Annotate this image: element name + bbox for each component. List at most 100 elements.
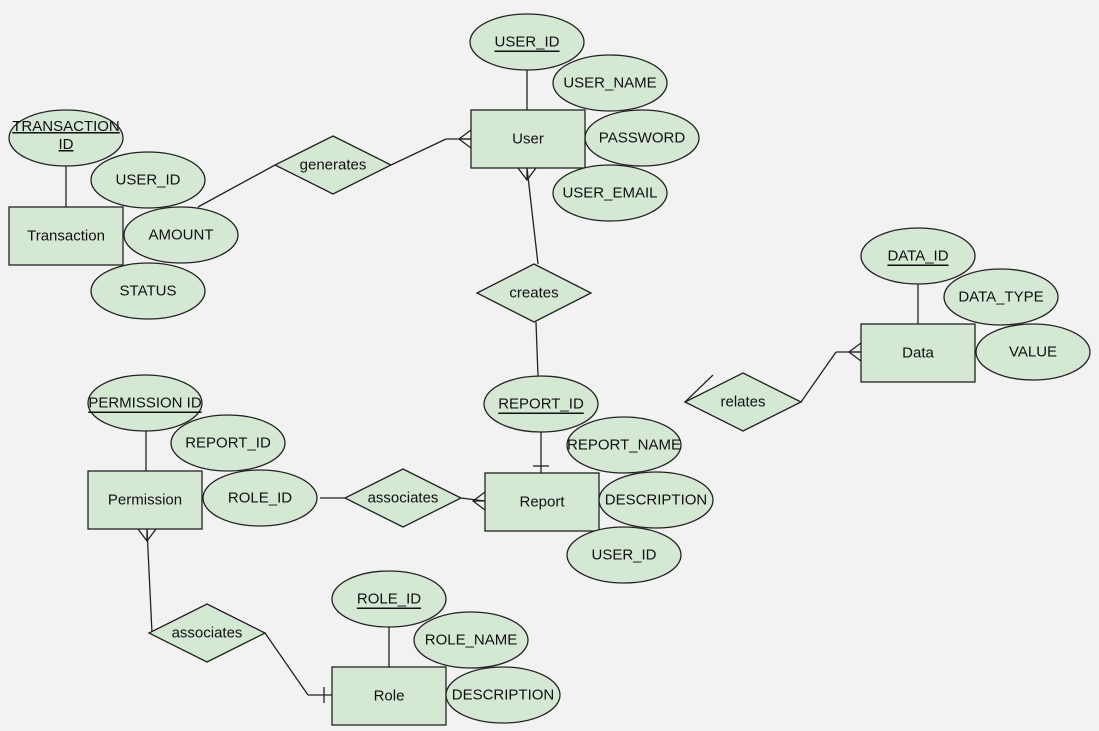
relationship-diamond xyxy=(343,468,463,528)
relationship-relates[interactable]: relates xyxy=(683,372,803,432)
attribute-ellipse xyxy=(584,109,700,167)
attribute-ellipse xyxy=(331,570,447,628)
crows-foot-many-marker xyxy=(457,129,472,149)
attribute-ellipse xyxy=(483,375,599,433)
attribute-label: USER_EMAIL xyxy=(562,185,657,202)
entity-label: User xyxy=(512,131,544,148)
entity-box xyxy=(8,206,124,266)
relationship-label: associates xyxy=(368,490,439,507)
relationship-generates[interactable]: generates xyxy=(273,135,393,195)
entity-label: Report xyxy=(519,494,565,511)
entity-label: Transaction xyxy=(27,228,105,245)
connector-line xyxy=(264,632,309,696)
attribute-ellipse xyxy=(202,469,318,527)
attribute-label: USER_NAME xyxy=(563,75,656,92)
entity-permission[interactable]: Permission xyxy=(87,470,203,530)
key-attribute-rep-report-id[interactable]: REPORT_ID xyxy=(483,375,599,433)
attribute-ellipse xyxy=(943,268,1059,326)
entity-label: Role xyxy=(374,688,405,705)
connector-line xyxy=(146,528,153,634)
entity-report[interactable]: Report xyxy=(484,472,600,532)
attribute-user-password[interactable]: PASSWORD xyxy=(584,109,700,167)
attribute-ellipse xyxy=(123,206,239,264)
connector-line xyxy=(197,164,276,208)
attribute-ellipse xyxy=(860,227,976,285)
attribute-role-description[interactable]: DESCRIPTION xyxy=(445,666,561,724)
relationship-creates[interactable]: creates xyxy=(475,263,593,323)
attribute-label: DESCRIPTION xyxy=(605,492,708,509)
key-attribute-data-data-id[interactable]: DATA_ID xyxy=(860,227,976,285)
attribute-label: VALUE xyxy=(1009,344,1057,361)
attribute-tx-amount[interactable]: AMOUNT xyxy=(123,206,239,264)
attribute-ellipse xyxy=(90,262,206,320)
relationship-associates-role[interactable]: associates xyxy=(147,603,267,663)
entity-box xyxy=(484,472,600,532)
attribute-ellipse xyxy=(552,54,668,112)
attribute-label: USER_ID xyxy=(494,34,559,51)
entity-role[interactable]: Role xyxy=(331,666,447,726)
attribute-ellipse xyxy=(566,526,682,584)
entity-transaction[interactable]: Transaction xyxy=(8,206,124,266)
attribute-data-data-type[interactable]: DATA_TYPE xyxy=(943,268,1059,326)
attribute-label: ROLE_ID xyxy=(357,591,421,608)
attribute-label: AMOUNT xyxy=(149,227,214,244)
attribute-perm-report-id[interactable]: REPORT_ID xyxy=(170,414,286,472)
key-attribute-user-user-id[interactable]: USER_ID xyxy=(469,13,585,71)
attribute-ellipse xyxy=(552,164,668,222)
attribute-ellipse xyxy=(445,666,561,724)
attribute-label: REPORT_ID xyxy=(498,396,584,413)
attribute-rep-user-id[interactable]: USER_ID xyxy=(566,526,682,584)
entity-data[interactable]: Data xyxy=(860,323,976,383)
attribute-label: DESCRIPTION xyxy=(452,687,555,704)
attribute-label: PERMISSION ID xyxy=(88,395,202,412)
attribute-label: STATUS xyxy=(120,283,177,300)
connector-line xyxy=(684,374,714,403)
relationship-label: relates xyxy=(720,394,765,411)
crows-foot-many-marker xyxy=(517,167,537,182)
attribute-ellipse xyxy=(975,323,1091,381)
relationship-associates-report[interactable]: associates xyxy=(343,468,463,528)
attribute-user-user-email[interactable]: USER_EMAIL xyxy=(552,164,668,222)
attribute-ellipse xyxy=(566,416,682,474)
attribute-rep-report-name[interactable]: REPORT_NAME xyxy=(566,416,682,474)
crows-foot-many-marker xyxy=(847,342,862,362)
attribute-label: ROLE_NAME xyxy=(425,632,518,649)
attribute-label: PASSWORD xyxy=(599,130,686,147)
attribute-perm-role-id[interactable]: ROLE_ID xyxy=(202,469,318,527)
key-attribute-role-role-id[interactable]: ROLE_ID xyxy=(331,570,447,628)
crows-foot-many-marker xyxy=(137,528,157,543)
attribute-ellipse xyxy=(90,151,206,209)
relationship-label: generates xyxy=(300,157,367,174)
attribute-label: REPORT_ID xyxy=(185,435,271,452)
attribute-rep-description[interactable]: DESCRIPTION xyxy=(598,471,714,529)
shape-layer: generates creates relates associates associa… xyxy=(8,13,1091,726)
relationship-diamond xyxy=(147,603,267,663)
entity-label: Data xyxy=(902,345,934,362)
attribute-ellipse xyxy=(8,109,124,167)
attribute-label: DATA_TYPE xyxy=(958,289,1043,306)
entity-box xyxy=(470,109,586,169)
attribute-label: USER_ID xyxy=(591,547,656,564)
entity-box xyxy=(860,323,976,383)
attribute-tx-status[interactable]: STATUS xyxy=(90,262,206,320)
entity-box xyxy=(87,470,203,530)
connector-line xyxy=(800,351,837,403)
attribute-user-user-name[interactable]: USER_NAME xyxy=(552,54,668,112)
connector-line xyxy=(526,167,539,265)
entity-box xyxy=(331,666,447,726)
attribute-ellipse xyxy=(87,374,203,432)
attribute-role-role-name[interactable]: ROLE_NAME xyxy=(413,611,529,669)
relationship-label: creates xyxy=(509,285,558,302)
connector-line xyxy=(535,321,539,377)
attribute-ellipse xyxy=(469,13,585,71)
attribute-data-value[interactable]: VALUE xyxy=(975,323,1091,381)
connector-line xyxy=(390,138,447,166)
relationship-diamond xyxy=(475,263,593,323)
connector-layer xyxy=(65,70,919,703)
entity-user[interactable]: User xyxy=(470,109,586,169)
attribute-tx-user-id[interactable]: USER_ID xyxy=(90,151,206,209)
key-attribute-perm-permission-id[interactable]: PERMISSION ID xyxy=(87,374,203,432)
